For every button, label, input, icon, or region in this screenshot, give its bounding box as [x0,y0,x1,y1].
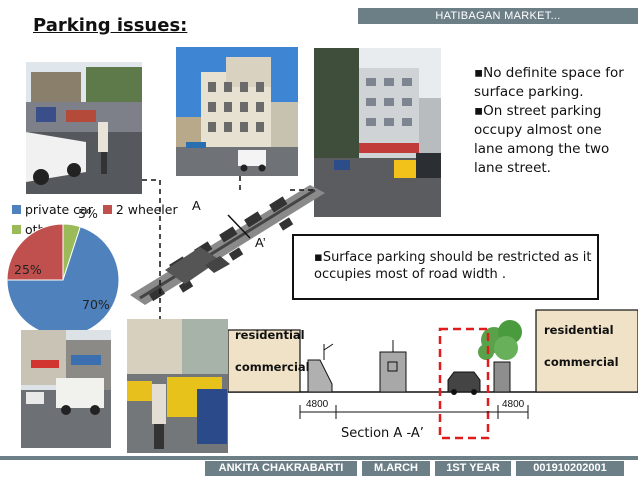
point-a-label: A [192,198,201,213]
legend-swatch-2-wheeler [102,205,112,214]
bullet-item: ▪No definite space for surface parking. [474,65,624,100]
central-booth [379,351,407,393]
left-shop-awning [307,359,333,393]
dimension-lines [299,405,529,419]
legend-item-2-wheeler: 2 wheeler [102,202,178,217]
footer-year: 1ST YEAR [435,461,511,476]
left-label-residential: residential [235,328,305,342]
street-photo-parked-car [26,62,142,194]
left-label-commercial: commercial [235,360,310,374]
pie-label-others: 5% [78,206,98,221]
right-label-commercial: commercial [544,355,619,369]
section-cut-line [227,214,251,239]
issue-bullet-list: ▪No definite space for surface parking. … [474,64,634,178]
bullet-item: ▪On street parking occupy almost one lan… [474,103,610,176]
footer-name: ANKITA CHAKRABARTI [205,461,357,476]
recommendation-text: Surface parking should be restricted as … [314,250,592,282]
pie-label-private-car: 70% [82,297,110,312]
footer-program: M.ARCH [362,461,430,476]
street-photo-auto-rickshaws [127,319,228,453]
recommendation-box: ▪Surface parking should be restricted as… [292,234,599,300]
road-map-sketch [130,185,325,305]
legend-item-private-car: private car [12,202,93,217]
street-photo-rainy-taxi [314,48,441,217]
parked-car-sketch [447,371,481,393]
tree-trunk [493,361,511,393]
pie-slice-2-wheeler [6,223,64,281]
street-photo-van [21,330,111,448]
header-title: HATIBAGAN MARKET... [358,8,638,24]
left-building [228,329,301,393]
pie-slice-private-car [6,226,120,337]
footer-roll-number: 001910202001 [516,461,624,476]
footer-divider [0,456,638,460]
point-a-prime-label: A’ [255,235,266,250]
street-photo-corner-building [176,47,298,176]
dimension-right: 4800 [502,399,525,410]
page-title: Parking issues: [33,15,188,36]
section-drawing [228,309,638,440]
legend-swatch-private-car [12,205,21,214]
road-strip [130,185,325,305]
vehicle-share-pie-chart [6,223,120,337]
pie-label-2-wheeler: 25% [14,262,42,277]
legend-swatch-others [12,225,21,234]
section-caption: Section A -A’ [341,426,424,441]
right-label-residential: residential [544,323,614,337]
right-building [535,309,638,393]
tree-canopy [478,320,522,360]
dimension-left: 4800 [306,399,329,410]
